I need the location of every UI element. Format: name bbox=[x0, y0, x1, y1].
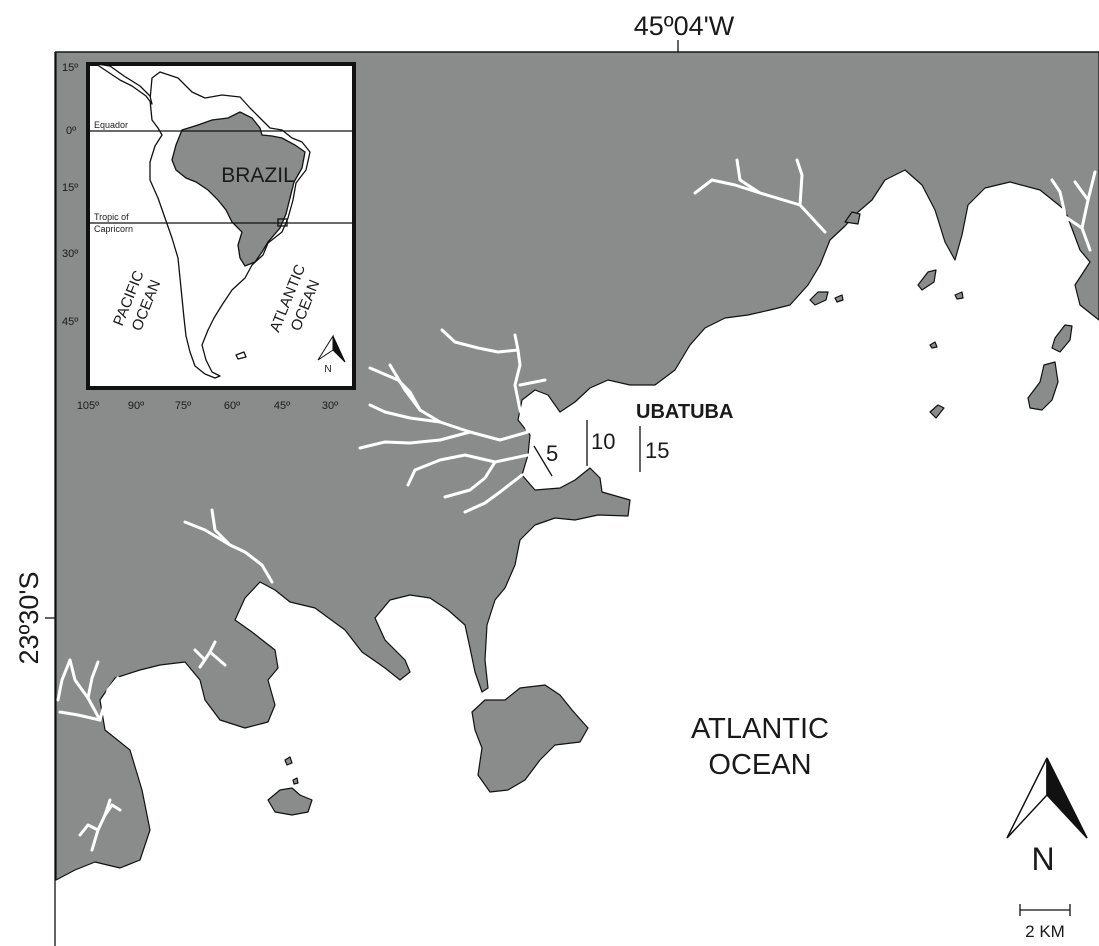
inset-lat-tick: 0º bbox=[66, 125, 76, 137]
inset-lat-tick: 30º bbox=[62, 248, 78, 260]
inset-brazil-label: BRAZIL bbox=[221, 164, 295, 187]
inset-tropic-label-1: Tropic of bbox=[94, 212, 129, 222]
inset-lon-tick: 30º bbox=[322, 400, 338, 412]
inset-tropic-label-2: Capricorn bbox=[94, 224, 133, 234]
inset-map: N BRAZIL Equador Tropic of Capricorn PAC… bbox=[62, 62, 356, 412]
island-small-9 bbox=[929, 404, 945, 419]
island-small-8 bbox=[929, 341, 938, 349]
inset-lat-tick: 15º bbox=[62, 182, 78, 194]
inset-study-area-marker bbox=[277, 218, 288, 227]
sample-label-5: 5 bbox=[546, 441, 558, 466]
sample-line-5 bbox=[533, 445, 553, 477]
rivers bbox=[56, 158, 1097, 852]
inset-brazil bbox=[171, 111, 306, 267]
north-arrow-label: N bbox=[1031, 841, 1054, 877]
inset-falklands bbox=[235, 351, 247, 360]
inset-north-arrow-icon bbox=[317, 334, 346, 363]
island-small-12 bbox=[844, 211, 861, 225]
inset-lon-tick: 75º bbox=[175, 400, 191, 412]
sample-label-15: 15 bbox=[645, 438, 669, 463]
island-small-7 bbox=[954, 291, 964, 300]
inset-north-label: N bbox=[324, 364, 331, 375]
island-small-1 bbox=[267, 787, 313, 816]
island-small-3 bbox=[292, 777, 299, 785]
ocean-label-line2: OCEAN bbox=[708, 749, 811, 781]
inset-equator-label: Equador bbox=[94, 120, 128, 130]
latitude-label: 23º30'S bbox=[14, 571, 44, 664]
ocean-label-line1: ATLANTIC bbox=[691, 713, 829, 745]
inset-lon-tick: 45º bbox=[274, 400, 290, 412]
scale-bar bbox=[1019, 904, 1071, 916]
island-small-5 bbox=[834, 294, 844, 303]
inset-central-america bbox=[95, 63, 153, 105]
island-main bbox=[471, 684, 589, 793]
island-small-6 bbox=[917, 269, 937, 291]
island-small-2 bbox=[284, 756, 293, 766]
scale-bar-label: 2 KM bbox=[1025, 922, 1065, 941]
inset-lat-tick: 45º bbox=[62, 316, 78, 328]
north-arrow-icon bbox=[1006, 757, 1088, 839]
inset-lon-tick: 90º bbox=[128, 400, 144, 412]
island-small-10 bbox=[1051, 324, 1073, 353]
city-label: UBATUBA bbox=[636, 401, 733, 423]
sample-label-10: 10 bbox=[591, 429, 615, 454]
island-small-11 bbox=[1027, 361, 1059, 411]
longitude-label: 45º04'W bbox=[634, 11, 735, 41]
inset-lon-tick: 60º bbox=[224, 400, 240, 412]
inset-lat-tick: 15º bbox=[62, 62, 78, 74]
inset-lon-tick: 105º bbox=[77, 400, 99, 412]
island-small-4 bbox=[809, 291, 829, 306]
